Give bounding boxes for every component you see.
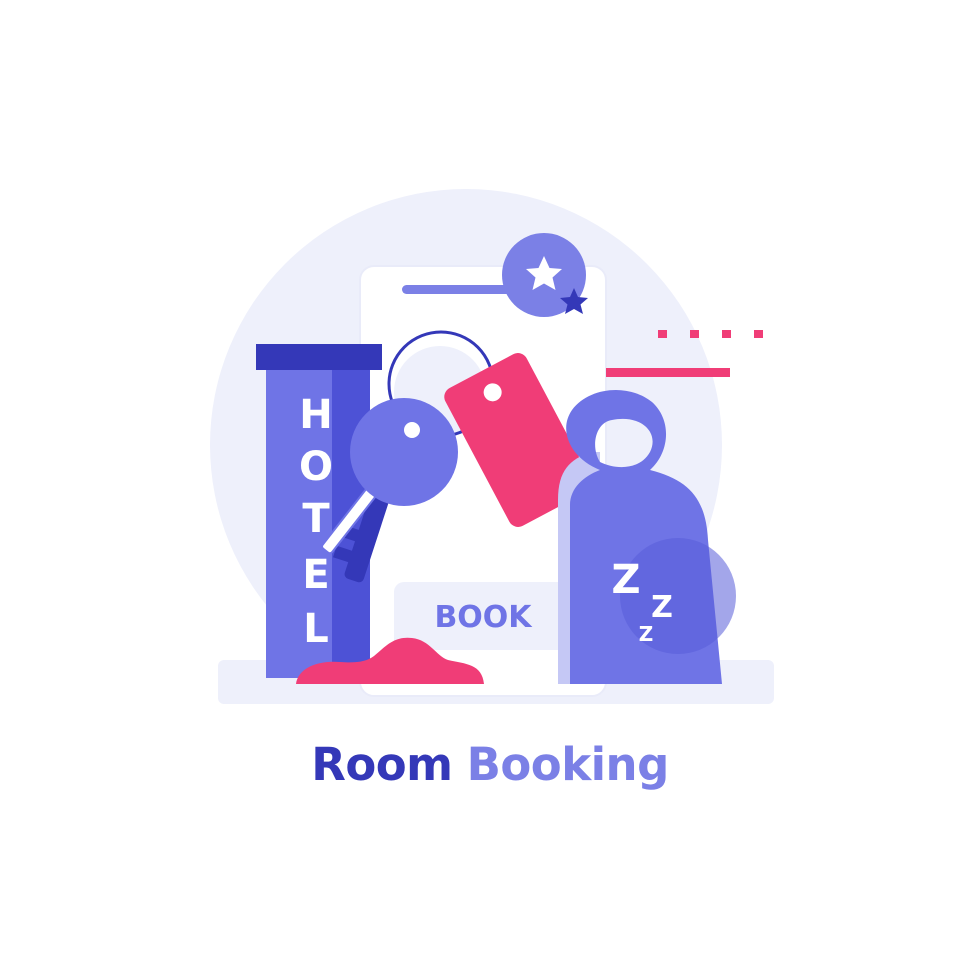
hotel-letter-t: T — [302, 496, 330, 542]
star-icon — [526, 256, 562, 290]
hotel-letter-e: E — [302, 552, 329, 598]
card-line — [402, 285, 522, 294]
small-star-icon — [560, 288, 588, 314]
star-badge — [502, 233, 588, 317]
caption-word-room: Room — [311, 738, 453, 791]
hotel-sign-icon: H O T E L — [256, 344, 382, 678]
key-tag-icon — [444, 353, 592, 527]
sleep-z-small: Z — [639, 622, 654, 646]
book-button-label: BOOK — [434, 600, 533, 635]
book-button[interactable]: BOOK — [394, 582, 572, 650]
sleep-z-medium: Z — [651, 590, 673, 625]
hotel-letter-h: H — [299, 392, 332, 438]
door-hanger-icon: Z Z Z — [558, 390, 736, 684]
hotel-letter-l: L — [303, 606, 329, 652]
key-icon — [321, 398, 458, 583]
pink-ground-blob — [296, 637, 484, 684]
sleep-z-large: Z — [611, 557, 640, 603]
decorative-dashes — [606, 330, 763, 377]
hotel-letter-o: O — [299, 444, 333, 490]
caption-word-booking: Booking — [466, 738, 670, 791]
